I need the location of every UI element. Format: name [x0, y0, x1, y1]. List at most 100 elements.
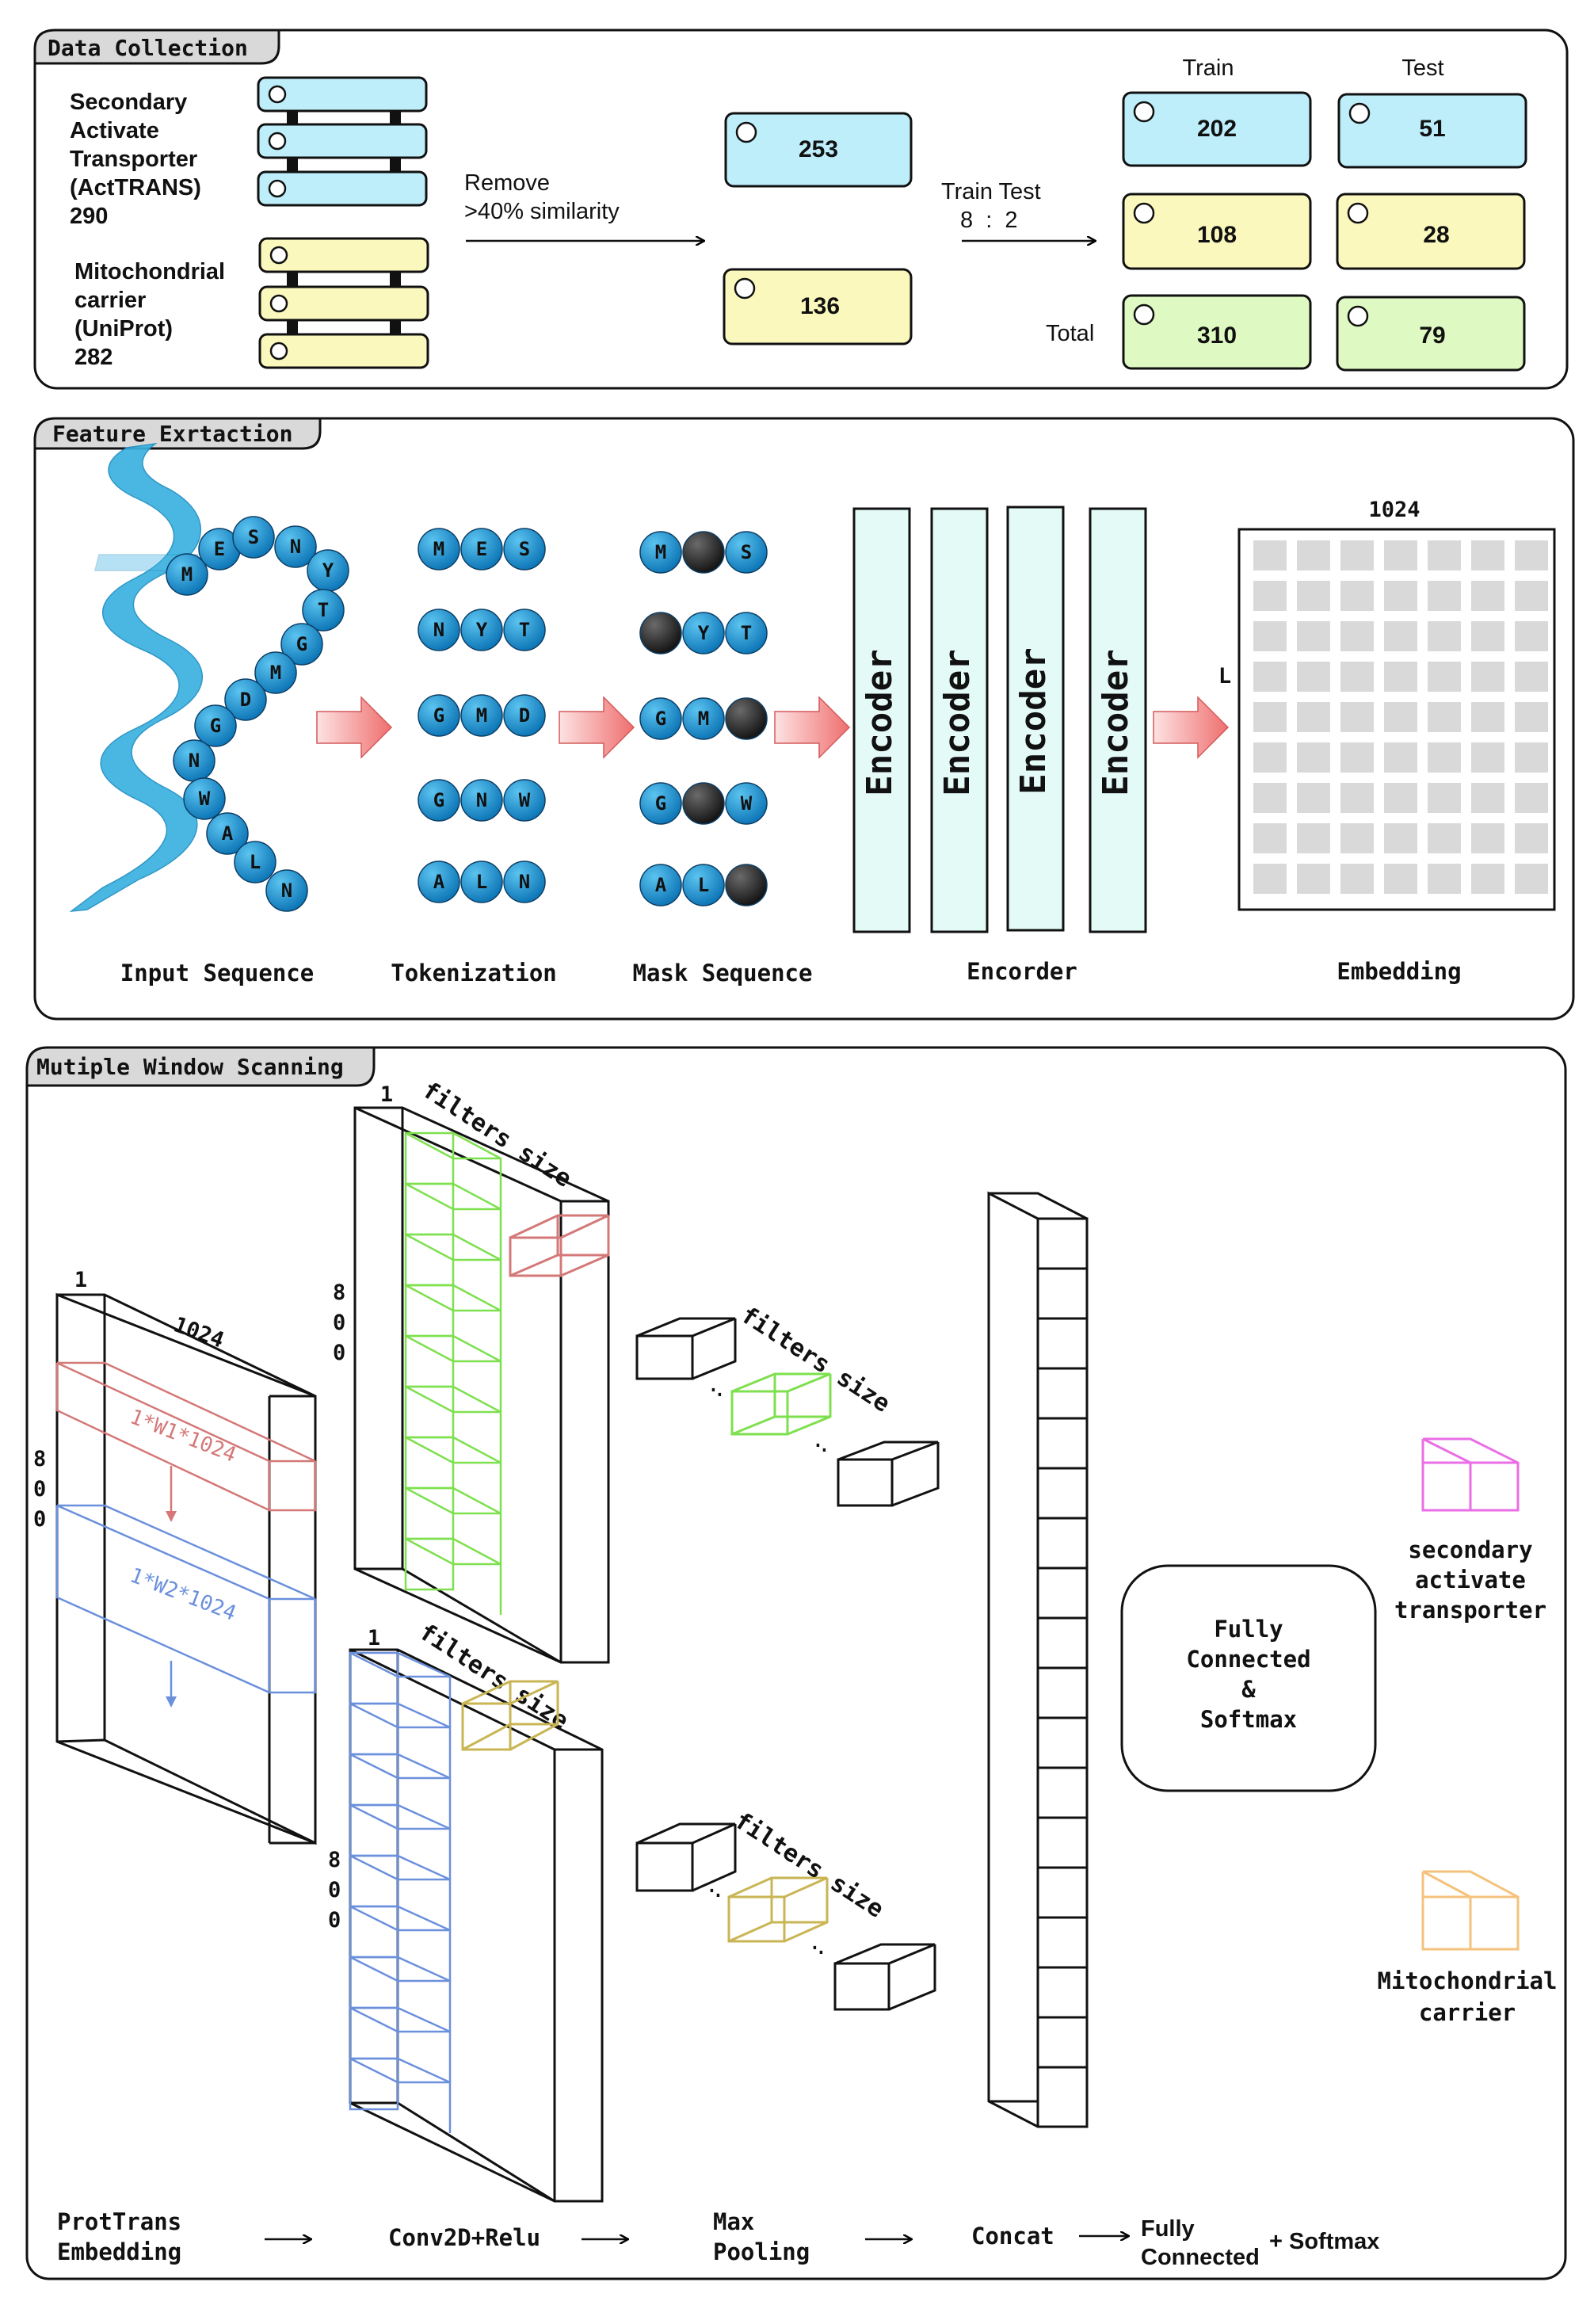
token-ball: S: [725, 531, 768, 574]
class-cube-transporter: [1421, 1437, 1520, 1512]
split-line2: 8 : 2: [960, 208, 1018, 233]
svg-text:A: A: [222, 822, 234, 845]
svg-text:N: N: [476, 789, 487, 811]
filtered-blue-card: 253: [724, 112, 913, 188]
embedding-cell: [1297, 783, 1330, 813]
class2-line1: Mitochondrial: [1378, 1967, 1558, 1994]
class1-line3: transporter: [1394, 1597, 1546, 1624]
filter-cube: [404, 1537, 502, 1615]
source1-label: Secondary Activate Transporter (ActTRANS…: [70, 90, 201, 229]
panel-title: Data Collection: [48, 35, 248, 61]
conv-box-top: [353, 1106, 610, 1664]
encoder-label: Encoder: [860, 649, 900, 796]
svg-text:E: E: [476, 538, 487, 560]
embedding-cell: [1515, 540, 1548, 571]
masked-token-ball: [639, 612, 682, 654]
svg-text:L: L: [250, 851, 261, 873]
embedding-cell: [1471, 540, 1504, 571]
residue-ball: S: [232, 516, 275, 559]
filtered-yellow-card: 136: [723, 268, 913, 345]
token-ball: N: [503, 861, 546, 903]
embedding-cell: [1297, 742, 1330, 773]
svg-text:M: M: [270, 662, 281, 684]
encoder-block: Encoder: [1089, 507, 1147, 933]
embedding-cell: [1297, 702, 1330, 732]
token-ball: D: [503, 694, 546, 737]
pool-dots: .: [713, 1376, 726, 1402]
masked-token-ball: [725, 697, 768, 740]
pool-dots: .: [808, 1929, 822, 1955]
remove-step: Remove >40% similarity: [464, 170, 704, 241]
svg-text:G: G: [433, 789, 444, 811]
remove-line2: >40% similarity: [464, 199, 620, 224]
svg-text:W: W: [199, 788, 211, 810]
embedding-cell: [1253, 621, 1287, 651]
pipeline-step5-line1: Fully: [1141, 2216, 1195, 2242]
train-blue-value: 202: [1197, 116, 1237, 142]
input-one-label: 1: [74, 1268, 87, 1292]
filtered-blue-value: 253: [799, 136, 838, 162]
pipeline-step6: + Softmax: [1269, 2229, 1379, 2254]
encoder-label: Encoder: [1013, 647, 1054, 794]
caption-tokenization: Tokenization: [391, 960, 557, 986]
pool-dots: .: [811, 1426, 825, 1452]
token-ball: G: [639, 697, 682, 740]
svg-text:W: W: [519, 789, 531, 811]
caption-mask-sequence: Mask Sequence: [633, 960, 813, 986]
source1-count: 290: [70, 204, 108, 229]
total-label: Total: [1046, 321, 1094, 346]
embedding-cell: [1253, 864, 1287, 894]
fc-softmax-box: Fully Connected & Softmax: [1120, 1564, 1377, 1792]
svg-text:N: N: [290, 536, 301, 558]
token-ball: E: [460, 528, 503, 571]
token-ball: N: [418, 609, 460, 651]
source1-line4: (ActTRANS): [70, 175, 201, 200]
svg-text:T: T: [519, 619, 530, 641]
embedding-cell: [1253, 540, 1287, 571]
embedding-cell: [1253, 662, 1287, 692]
embedding-cell: [1471, 581, 1504, 611]
encoder-block: Encoder: [852, 507, 911, 933]
test-blue-card: 51: [1337, 93, 1527, 169]
embedding-cell: [1253, 742, 1287, 773]
train-blue-card: 202: [1122, 91, 1312, 167]
pipeline-step2: Conv2D+Relu: [388, 2224, 540, 2251]
token-ball: W: [503, 779, 546, 822]
token-ball: G: [418, 694, 460, 737]
svg-text:M: M: [698, 708, 709, 730]
fc-line1: Fully: [1214, 1616, 1283, 1643]
pool-dots: .: [711, 1876, 725, 1902]
encoder-label: Encoder: [1096, 649, 1136, 796]
svg-text:D: D: [519, 704, 530, 727]
conv-top-one-label: 1: [380, 1082, 393, 1107]
embedding-cell: [1340, 702, 1374, 732]
svg-text:N: N: [281, 880, 292, 902]
test-total-value: 79: [1419, 322, 1445, 349]
residue-ball: G: [194, 704, 237, 747]
embedding-cell: [1384, 864, 1417, 894]
class1-line1: secondary: [1408, 1536, 1532, 1563]
residue-ball: W: [183, 777, 226, 820]
svg-text:T: T: [318, 599, 329, 621]
embedding-cell: [1515, 581, 1548, 611]
test-blue-value: 51: [1419, 116, 1445, 142]
embedding-cell: [1253, 702, 1287, 732]
embedding-cell: [1253, 823, 1287, 853]
svg-text:M: M: [181, 563, 193, 586]
embedding-cell: [1384, 742, 1417, 773]
svg-text:E: E: [214, 538, 225, 560]
embedding-cell: [1471, 702, 1504, 732]
svg-text:D: D: [240, 689, 251, 711]
window-scanning-panel: Mutiple Window Scanning: [25, 1046, 1567, 2280]
svg-text:G: G: [296, 633, 307, 655]
token-ball: M: [639, 531, 682, 574]
pipeline-step4: Concat: [971, 2223, 1054, 2250]
svg-text:Y: Y: [476, 619, 488, 641]
embedding-cell: [1428, 581, 1461, 611]
masked-token-ball: [682, 782, 725, 825]
embedding-cell: [1384, 783, 1417, 813]
token-ball: N: [460, 779, 503, 822]
